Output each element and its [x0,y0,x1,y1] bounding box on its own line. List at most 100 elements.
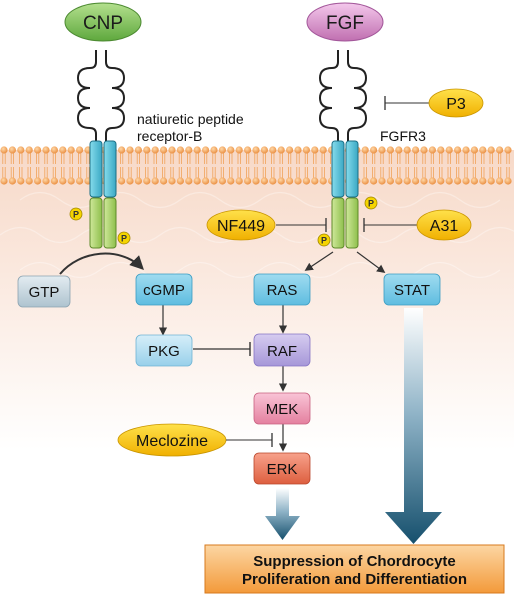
lipid-head [504,146,512,154]
lipid-head [143,146,151,154]
erk-to-outcome-arrow [265,488,300,540]
lipid-tail [414,153,418,178]
lipid-head [126,177,134,185]
lipid-head [218,177,226,185]
lipid-head [235,146,243,154]
lipid-tail [52,153,56,178]
lipid-tail [254,153,258,178]
lipid-head [462,146,470,154]
lipid-head [378,146,386,154]
svg-text:cGMP: cGMP [143,282,185,299]
lipid-head [412,177,420,185]
lipid-tail [61,153,65,178]
p3-inhibitor: P3 [384,88,484,118]
lipid-head [370,146,378,154]
lipid-head [286,177,294,185]
lipid-head [0,146,8,154]
nf449-label: NF449 [217,218,265,235]
lipid-head [118,177,126,185]
svg-text:RAF: RAF [267,343,297,360]
lipid-head [143,177,151,185]
lipid-head [59,177,67,185]
fgf-label: FGF [326,13,364,34]
lipid-head [386,146,394,154]
lipid-head [168,146,176,154]
lipid-head [252,177,260,185]
svg-text:PKG: PKG [148,343,180,360]
lipid-head [176,177,184,185]
lipid-head [42,177,50,185]
phospho-marker: P [117,231,131,245]
lipid-head [277,177,285,185]
fgfr3-to-stat-arrow [356,251,386,273]
lipid-head [210,177,218,185]
lipid-head [244,146,252,154]
svg-text:ERK: ERK [267,461,298,478]
lipid-tail [464,153,468,178]
npr-b-extracellular-loop-right [105,50,126,146]
lipid-head [269,146,277,154]
lipid-tail [69,153,73,178]
lipid-head [412,146,420,154]
lipid-head [311,146,319,154]
fgfr3-kinase-left [331,197,345,249]
lipid-head [319,146,327,154]
lipid-tail [212,153,216,178]
lipid-head [311,177,319,185]
lipid-head [428,177,436,185]
fgfr3-extracellular-loop-left [318,50,339,146]
lipid-head [361,146,369,154]
lipid-head [504,177,512,185]
svg-text:P: P [73,210,79,220]
outcome-box: Suppression of Chordrocyte Proliferation… [204,544,505,594]
svg-text:MEK: MEK [266,401,299,418]
lipid-tail [162,153,166,178]
lipid-head [370,177,378,185]
lipid-head [487,146,495,154]
lipid-tail [481,153,485,178]
lipid-tail [456,153,460,178]
lipid-head [462,177,470,185]
ras-node: RAS [253,273,311,306]
lipid-head [496,146,504,154]
outcome-line2: Proliferation and Differentiation [242,571,467,588]
lipid-tail [229,153,233,178]
a31-inhibitor: A31 [363,209,472,241]
fgfr3-kinase-right [345,197,359,249]
npr-b-extracellular-loop-left [76,50,97,146]
cnp-ligand: CNP [64,2,142,42]
lipid-head [193,177,201,185]
lipid-tail [78,153,82,178]
lipid-head [244,177,252,185]
cgmp-node: cGMP [135,273,193,306]
lipid-head [151,146,159,154]
svg-text:RAS: RAS [267,282,298,299]
lipid-tail [422,153,426,178]
lipid-tail [363,153,367,178]
lipid-tail [397,153,401,178]
lipid-head [437,146,445,154]
lipid-tail [86,153,90,178]
phospho-marker: P [317,233,331,247]
lipid-head [235,177,243,185]
lipid-head [67,177,75,185]
lipid-head [445,177,453,185]
fgfr3-extracellular-loop-right [347,50,368,146]
lipid-tail [439,153,443,178]
lipid-tail [145,153,149,178]
lipid-tail [430,153,434,178]
npr-b-transmembrane-left [89,140,103,198]
svg-text:GTP: GTP [29,284,60,301]
lipid-head [294,177,302,185]
lipid-tail [44,153,48,178]
lipid-tail [288,153,292,178]
lipid-head [17,177,25,185]
lipid-head [218,146,226,154]
lipid-head [277,146,285,154]
lipid-head [260,177,268,185]
lipid-tail [170,153,174,178]
outcome-line1: Suppression of Chordrocyte [253,553,456,570]
lipid-tail [178,153,182,178]
lipid-head [34,177,42,185]
lipid-head [496,177,504,185]
